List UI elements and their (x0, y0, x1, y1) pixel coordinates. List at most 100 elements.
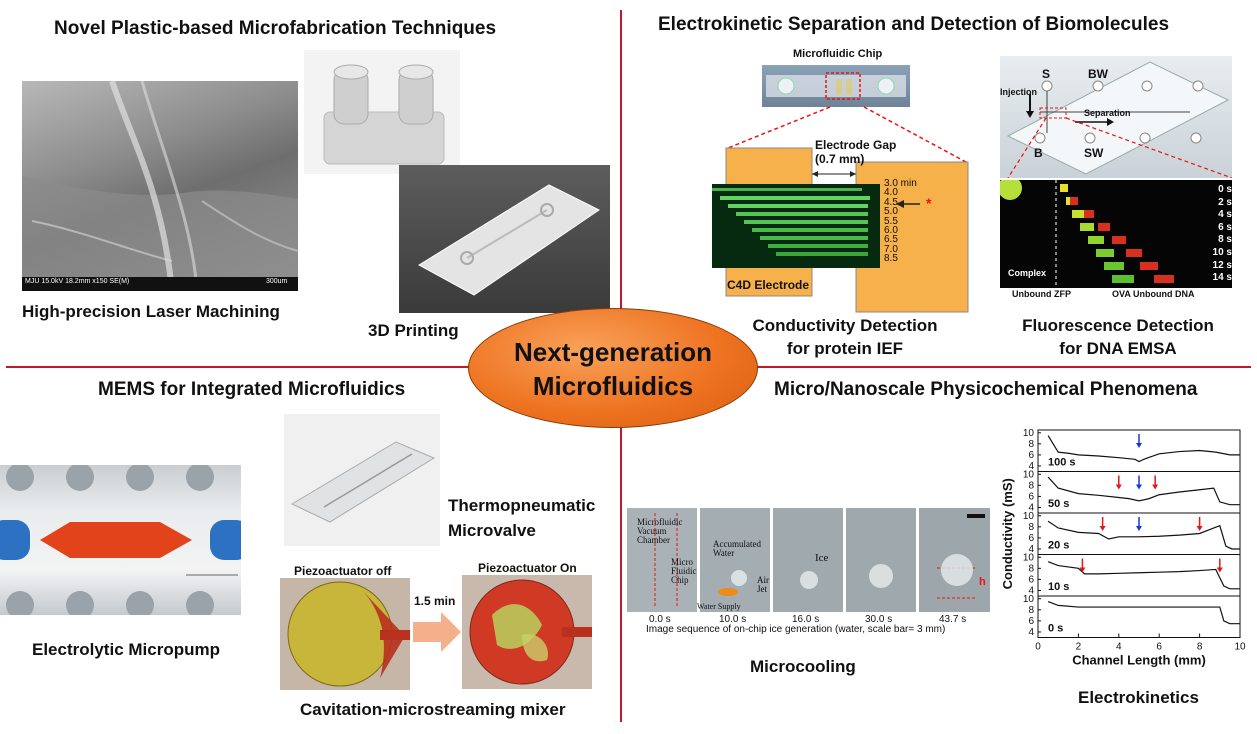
ice-ice-label: Ice (815, 552, 829, 564)
center-ellipse: Next-generation Microfluidics (468, 308, 758, 428)
chart-panel-label: 0 s (1048, 623, 1063, 635)
ief-time: 4.0 (884, 187, 898, 199)
chart-y-tick-label: 6 (1028, 574, 1034, 585)
mixer-off-shape (287, 581, 410, 687)
caption-conductivity-line1: Conductivity Detection (752, 316, 938, 335)
ova-dna-label: OVA Unbound DNA (1112, 289, 1195, 299)
microvalve-shape (290, 441, 436, 523)
chart-series-line (1047, 476, 1240, 506)
caption-conductivity: Conductivity Detection for protein IEF (740, 314, 950, 360)
chart-y-tick-label: 4 (1028, 585, 1034, 596)
caption-valve-2: Microvalve (448, 521, 536, 540)
mixer-on-image (462, 575, 592, 689)
frame-time: 43.7 s (939, 614, 967, 625)
caption-laser: High-precision Laser Machining (22, 302, 280, 321)
chart-series-line (1047, 600, 1240, 625)
chart-panel-label: 100 s (1048, 457, 1076, 469)
q1-title: Novel Plastic-based Microfabrication Tec… (54, 18, 497, 39)
chip2-sw: SW (1084, 146, 1104, 160)
caption-microcooling: Microcooling (750, 657, 856, 676)
svg-text:*: * (926, 195, 932, 211)
chart-y-tick-label: 4 (1028, 502, 1034, 513)
sem-texture (22, 81, 298, 291)
chart-y-tick-label: 8 (1028, 563, 1034, 574)
chart-arrow-head (1079, 567, 1086, 573)
ice-sequence: Microfluidic Vacuum Chamber Micro Fluidi… (627, 508, 990, 612)
fluor-time: 12 s (1212, 259, 1232, 271)
piezo-off-label: Piezoactuator off (294, 564, 392, 578)
piezo-on-label: Piezoactuator On (478, 561, 577, 575)
ice-water-label: Accumulated Water (713, 539, 761, 558)
chip-shape (766, 72, 906, 100)
fluorescence-bands (1000, 180, 1174, 288)
chart-y-tick-label: 8 (1028, 439, 1034, 450)
caption-conductivity-line2: for protein IEF (786, 339, 904, 358)
c4d-label: C4D Electrode (727, 278, 810, 292)
chart-arrow-head (1136, 484, 1142, 490)
ief-panel: * (712, 106, 969, 313)
center-title-line1: Next-generation (514, 337, 712, 367)
chart-y-tick-label: 8 (1028, 480, 1034, 491)
fluor-time: 10 s (1212, 246, 1232, 258)
caption-mixer: Cavitation-microstreaming mixer (300, 700, 566, 719)
chart-y-tick-label: 6 (1028, 533, 1034, 544)
chart-y-tick-label: 10 (1023, 552, 1035, 563)
ice-supply-label: Water Supply (697, 602, 741, 611)
ief-time: 4.5 (884, 196, 898, 208)
micropump-shape (0, 465, 241, 615)
chart-arrow-head (1152, 484, 1159, 490)
ief-time: 3.0 min (884, 178, 917, 189)
chip2-injection: Injection (1000, 87, 1038, 97)
micropump-image (0, 465, 241, 615)
chart-x-tick-label: 8 (1197, 642, 1203, 653)
ice-chip-label: Micro Fluidic Chip (671, 557, 697, 585)
caption-fluorescence: Fluorescence Detection for DNA EMSA (1000, 314, 1236, 360)
ice-chamber-label: Microfluidic Vacuum Chamber (637, 517, 683, 545)
connector-shape (323, 64, 445, 165)
mixer-off-image (280, 578, 410, 690)
chart-x-tick-label: 0 (1035, 642, 1041, 653)
caption-valve-1: Thermopneumatic (448, 496, 596, 515)
caption-micropump: Electrolytic Micropump (32, 640, 220, 659)
ief-time: 6.5 (884, 234, 898, 246)
frame-time: 10.0 s (719, 614, 747, 625)
microfluidic-chip-image (762, 65, 910, 107)
q2-title: Electrokinetic Separation and Detection … (658, 14, 1170, 35)
chip2-bw: BW (1088, 67, 1108, 81)
chart-panel-label: 50 s (1048, 498, 1069, 510)
emsa-chip-image: S BW B SW Injection Separation (1000, 56, 1232, 178)
chart-arrow-head (1136, 526, 1142, 531)
fluor-time: 0 s (1218, 184, 1232, 195)
ice-frames (627, 508, 990, 612)
mixer-arrow-time: 1.5 min (414, 594, 456, 608)
ief-time: 6.0 (884, 225, 898, 237)
printed-connector-image (304, 50, 460, 174)
fluor-time-labels: 0 s 2 s 4 s 6 s 8 s 10 s 12 s 14 s (1204, 184, 1232, 285)
chart-y-tick-label: 8 (1028, 605, 1034, 616)
q3-title: MEMS for Integrated Microfluidics (98, 379, 406, 400)
mixer-on-shape (469, 579, 592, 685)
fluorescence-image: 0 s 2 s 4 s 6 s 8 s 10 s 12 s 14 s Compl… (1000, 180, 1232, 288)
chart-y-axis-label: Conductivity (mS) (1000, 478, 1015, 589)
unbound-zfp-label: Unbound ZFP (1012, 289, 1071, 299)
ief-time: 7.0 (884, 243, 898, 255)
chart-arrow-head (1136, 443, 1142, 448)
frame-time: 0.0 s (649, 614, 671, 625)
chip2-b: B (1034, 146, 1043, 160)
chart-x-tick-label: 10 (1234, 642, 1246, 653)
caption-fluorescence-line2: for DNA EMSA (1059, 339, 1177, 358)
chart-y-tick-label: 10 (1023, 428, 1035, 439)
chart-arrow-head (1115, 484, 1122, 490)
slide-shape (418, 184, 600, 296)
chart-x-tick-label: 2 (1076, 642, 1082, 653)
chip2-separation: Separation (1084, 108, 1131, 118)
chart-panel-label: 10 s (1048, 581, 1069, 593)
gap-label-1: Electrode Gap (815, 138, 897, 152)
frame-time: 30.0 s (865, 614, 893, 625)
mixer-arrow-icon (413, 612, 461, 652)
gap-label-2: (0.7 mm) (815, 152, 865, 166)
caption-fluorescence-line1: Fluorescence Detection (1022, 316, 1214, 335)
sem-label: MJU 15.0kV 18.2mm x150 SE(M) (25, 278, 130, 285)
chart-y-tick-label: 10 (1023, 594, 1035, 605)
